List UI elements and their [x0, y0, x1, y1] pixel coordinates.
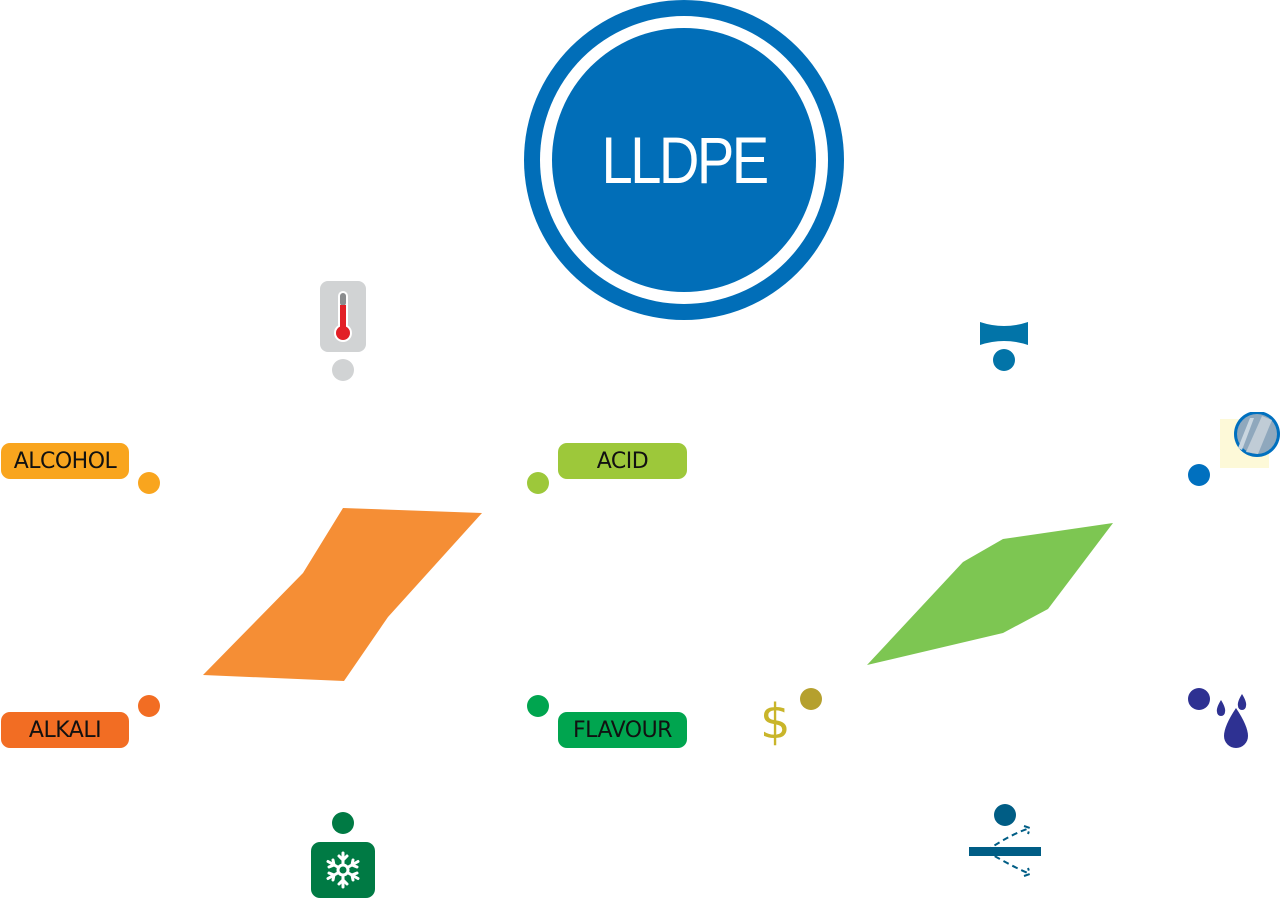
acid-dot [527, 472, 549, 494]
freezing-dot [332, 812, 354, 834]
alkali-dot [138, 695, 160, 717]
cost-node: $ [758, 686, 824, 748]
clarity-dot [1188, 464, 1210, 486]
right-profile-polygon [867, 523, 1113, 665]
puncture-dot [994, 804, 1016, 826]
flex-bar-icon [980, 322, 1028, 345]
acid-label: ACID [558, 443, 687, 479]
moisture-dot [1188, 688, 1210, 710]
dollar-icon: $ [760, 694, 791, 748]
flexibility-dot [993, 349, 1015, 371]
clarity-node [1186, 412, 1280, 488]
puncture-node [966, 804, 1046, 880]
lldpe-hub: LLDPE [524, 0, 844, 320]
left-profile-polygon [203, 508, 482, 681]
alcohol-label: ALCOHOL [1, 443, 129, 479]
temperature-dot [332, 359, 354, 381]
flexibility-node [978, 321, 1030, 373]
freezing-node [310, 812, 376, 898]
glass-lens-icon [1220, 412, 1280, 468]
water-drops-icon [1216, 694, 1248, 748]
svg-text:$: $ [760, 694, 791, 748]
flavour-dot [527, 695, 549, 717]
puncture-resistance-icon [969, 825, 1041, 877]
snowflake-icon [311, 842, 375, 898]
flavour-label: FLAVOUR [558, 712, 687, 748]
hub-inner: LLDPE [552, 28, 816, 292]
hub-title: LLDPE [601, 123, 769, 197]
moisture-node [1186, 686, 1256, 750]
alkali-label: ALKALI [1, 712, 129, 748]
cost-dot [800, 688, 822, 710]
thermometer-icon [320, 281, 366, 352]
alcohol-dot [138, 472, 160, 494]
temperature-node [320, 281, 366, 381]
